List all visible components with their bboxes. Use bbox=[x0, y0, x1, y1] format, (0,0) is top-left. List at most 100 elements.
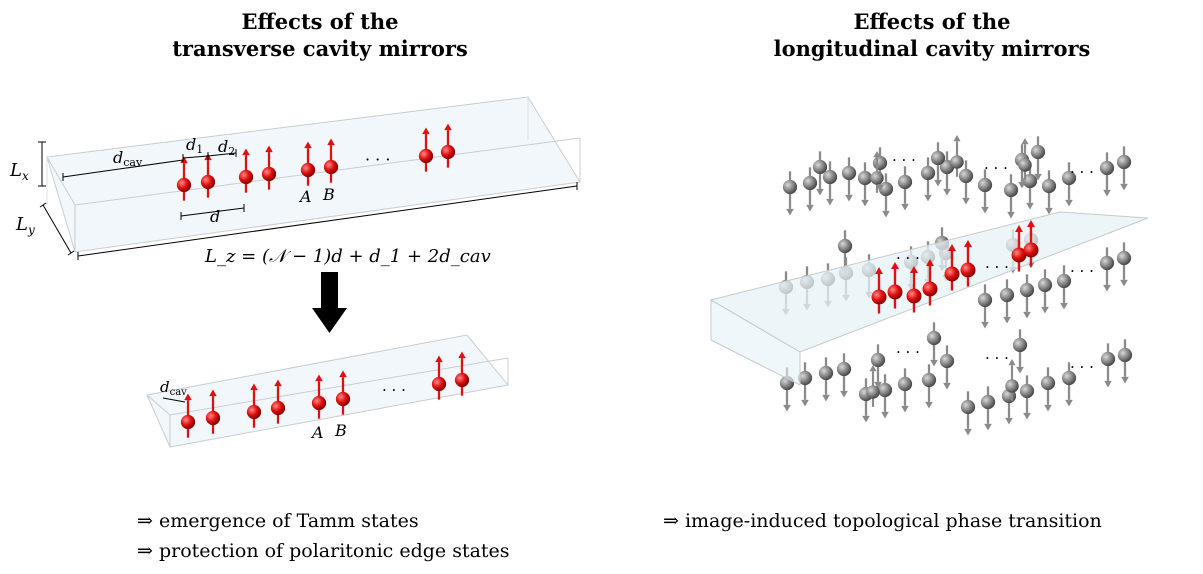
dipole-arrow-icon bbox=[431, 355, 447, 400]
dipole-arrow-icon bbox=[866, 365, 880, 407]
dipole-arrow-icon bbox=[802, 167, 818, 212]
dipole-arrow-icon bbox=[812, 151, 828, 196]
dipole-arrow-icon bbox=[1099, 247, 1115, 292]
dipole-arrow-icon bbox=[1030, 136, 1046, 181]
transverse-cavity-box-result bbox=[146, 334, 509, 448]
ellipses-right: · · · · · · · · · · · · · · · · · · · · … bbox=[892, 151, 1094, 376]
left-bullet-list: ⇒ emergence of Tamm states ⇒ protection … bbox=[137, 506, 510, 566]
dipole-arrow-icon bbox=[1100, 343, 1116, 388]
bullet-edge-states: ⇒ protection of polaritonic edge states bbox=[137, 540, 510, 562]
ellipsis-right-1: · · · bbox=[892, 151, 916, 169]
dipoles-bottom-left bbox=[180, 351, 470, 438]
dipole-arrow-icon bbox=[1116, 146, 1132, 191]
dipole-arrow-icon bbox=[858, 378, 874, 423]
left-title-line1: Effects of the bbox=[241, 9, 399, 34]
right-panel-title: Effects of the longitudinal cavity mirro… bbox=[712, 8, 1152, 62]
dipole-arrow-icon bbox=[871, 267, 887, 314]
dipole-arrow-icon bbox=[958, 160, 974, 205]
dipole-arrow-icon bbox=[1022, 165, 1038, 210]
dipole-arrow-icon bbox=[1040, 367, 1056, 412]
label-dcav: dcav bbox=[113, 148, 143, 169]
dipole-arrow-icon bbox=[1005, 359, 1019, 401]
label-A-top: A bbox=[298, 187, 312, 206]
label-Lz-formula: L_z = (𝒩 − 1)d + d_1 + 2d_cav bbox=[204, 246, 491, 267]
dipole-arrow-icon bbox=[1011, 225, 1027, 272]
cavity-diagram: Lx Ly dcav d1 d2 d A B · · · L_z = (𝒩 − … bbox=[9, 96, 1149, 448]
dipole-arrow-icon bbox=[311, 374, 327, 419]
dipole-arrow-icon bbox=[897, 166, 913, 211]
dipole-arrow-icon bbox=[1041, 170, 1057, 215]
dipole-arrow-icon bbox=[1037, 269, 1053, 314]
ellipsis-right-6: · · · bbox=[1070, 262, 1094, 280]
dipole-arrow-icon bbox=[960, 240, 976, 287]
dipole-arrow-icon bbox=[818, 357, 834, 402]
right-bullet-list: ⇒ image-induced topological phase transi… bbox=[663, 506, 1102, 536]
dipole-arrow-icon bbox=[440, 123, 456, 168]
dipole-arrow-icon bbox=[999, 279, 1015, 324]
dipole-arrow-icon bbox=[877, 374, 893, 419]
left-title-line2: transverse cavity mirrors bbox=[172, 36, 468, 61]
dipole-arrow-icon bbox=[906, 266, 922, 313]
dipoles-top-left bbox=[176, 123, 456, 201]
dipole-arrow-icon bbox=[1018, 138, 1032, 180]
dipole-arrow-icon bbox=[920, 157, 936, 202]
label-A-bottom: A bbox=[310, 423, 324, 442]
dipole-arrow-icon bbox=[454, 351, 470, 396]
dipole-arrow-icon bbox=[960, 391, 976, 436]
ellipsis-top-left: · · · bbox=[365, 150, 390, 169]
dipole-arrow-icon bbox=[977, 169, 993, 214]
dipole-arrow-icon bbox=[323, 138, 339, 183]
dipole-arrow-icon bbox=[930, 142, 946, 187]
dipoles-right-red bbox=[871, 220, 1039, 314]
dipole-arrow-icon bbox=[797, 362, 813, 407]
dipole-arrow-icon bbox=[238, 148, 254, 193]
dipole-arrow-icon bbox=[1023, 220, 1039, 267]
label-d: d bbox=[210, 207, 220, 226]
ellipsis-right-3: · · · bbox=[1070, 163, 1094, 181]
ellipsis-right-7: · · · bbox=[896, 343, 920, 361]
bullet-tamm-states: ⇒ emergence of Tamm states bbox=[137, 510, 419, 532]
label-dcav-bottom: dcav bbox=[160, 378, 187, 398]
dipole-arrow-icon bbox=[921, 364, 937, 409]
ellipsis-right-2: · · · bbox=[984, 159, 1008, 177]
dipole-arrow-icon bbox=[926, 322, 942, 367]
dipole-arrow-icon bbox=[261, 145, 277, 190]
label-d2: d2 bbox=[218, 137, 235, 158]
label-B-top: B bbox=[322, 185, 335, 204]
dipole-arrow-icon bbox=[1019, 274, 1035, 319]
dipole-arrow-icon bbox=[822, 161, 838, 206]
dipole-arrow-icon bbox=[870, 151, 884, 193]
dipole-arrow-icon bbox=[1116, 242, 1132, 287]
dipole-arrow-icon bbox=[922, 259, 938, 306]
dipole-arrow-icon bbox=[1061, 362, 1077, 407]
dipole-arrow-icon bbox=[300, 141, 316, 186]
dipole-arrow-icon bbox=[1019, 375, 1035, 420]
dipole-arrow-icon bbox=[782, 171, 798, 216]
dipole-arrow-icon bbox=[870, 344, 886, 389]
label-Lx: Lx bbox=[9, 160, 29, 183]
dipole-arrow-icon bbox=[887, 262, 903, 309]
right-title-line2: longitudinal cavity mirrors bbox=[773, 36, 1091, 61]
dipole-arrow-icon bbox=[270, 379, 286, 424]
dipole-arrow-icon bbox=[1012, 329, 1028, 374]
label-d1: d1 bbox=[186, 135, 203, 156]
dipole-arrow-icon bbox=[1003, 174, 1019, 219]
dipole-arrow-icon bbox=[841, 157, 857, 202]
dipole-arrow-icon bbox=[950, 135, 964, 177]
label-B-bottom: B bbox=[334, 421, 347, 440]
dipole-arrow-icon bbox=[180, 393, 196, 438]
ellipsis-right-8: · · · bbox=[985, 349, 1009, 367]
dipole-arrow-icon bbox=[1061, 162, 1077, 207]
right-title-line1: Effects of the bbox=[853, 9, 1011, 34]
big-down-arrow-icon bbox=[312, 272, 347, 333]
dipole-arrow-icon bbox=[836, 353, 852, 398]
ellipsis-bottom-left: · · · bbox=[382, 381, 406, 399]
dipole-arrow-icon bbox=[335, 370, 351, 415]
dipole-arrow-icon bbox=[1056, 265, 1072, 310]
ellipsis-right-9: · · · bbox=[1070, 358, 1094, 376]
dipole-arrow-icon bbox=[176, 156, 192, 201]
dipole-arrow-icon bbox=[857, 162, 873, 207]
dipole-arrow-icon bbox=[939, 345, 955, 390]
dimension-dcav-bottom bbox=[162, 397, 186, 403]
bullet-phase-transition: ⇒ image-induced topological phase transi… bbox=[663, 510, 1102, 532]
